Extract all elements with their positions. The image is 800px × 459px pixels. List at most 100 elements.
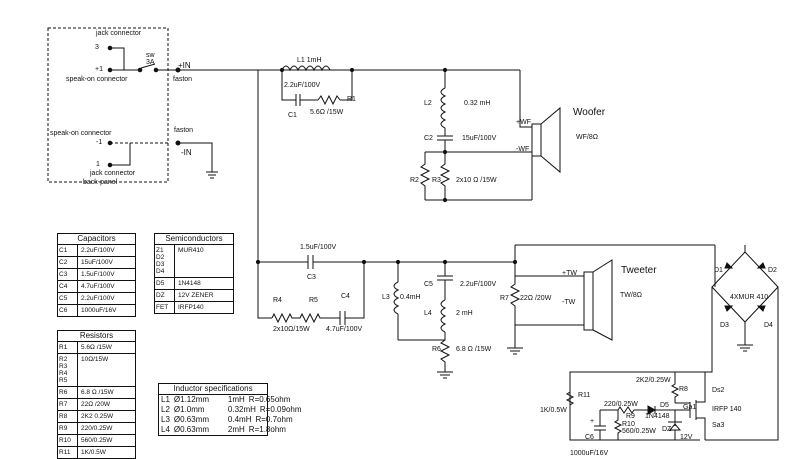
speakon-top-label: speak-on connector	[66, 76, 128, 83]
semi-ref: DZ	[155, 290, 175, 301]
L4-value: 2 mH	[456, 310, 473, 317]
R10-label: R10	[622, 421, 635, 428]
ind-wire: Ø0.63mm	[173, 415, 210, 424]
fet-label: IRFP 140	[712, 406, 742, 413]
res-ref: R2 R3 R4 R5	[58, 354, 78, 386]
drain-label: Ds2	[712, 387, 725, 394]
R10-value: 560/0.25W	[622, 428, 656, 435]
bridge-label: 4XMUR 410	[730, 294, 769, 301]
cap-ref: C1	[58, 245, 78, 256]
R11-label: R11	[578, 392, 591, 399]
C1-label: C1	[288, 112, 297, 119]
woofer-minus-label: -WF	[516, 146, 530, 153]
cap-value: 1.5uF/100V	[81, 271, 115, 278]
cap-ref: C4	[58, 281, 78, 292]
C2-label: C2	[424, 135, 433, 142]
C3-label: C3	[307, 274, 316, 281]
woofer-title: Woofer	[573, 107, 606, 118]
semi-ref: Z1 D2 D3 D4	[155, 245, 175, 277]
res-ref: R11	[58, 447, 78, 458]
resistors-title: Resistors	[58, 331, 135, 342]
res-ref: R10	[58, 435, 78, 446]
C5-label: C5	[424, 281, 433, 288]
semi-value: 1N4148	[178, 280, 201, 287]
gate-label: Ga1	[683, 404, 697, 411]
res-value: 6.8 Ω /15W	[81, 389, 114, 396]
jack-connector-bottom-label: jack connector	[90, 170, 136, 177]
ind-value: 0.4mH	[227, 415, 252, 424]
cap-value: 2.2uF/100V	[81, 295, 115, 302]
L1-label: L1 1mH	[297, 57, 322, 64]
pin-plus1-label: +1	[95, 66, 103, 73]
cap-value: 2.2uF/100V	[81, 247, 115, 254]
cap-ref: C5	[58, 293, 78, 304]
R3-label: R3	[432, 177, 441, 184]
res-ref: R7	[58, 399, 78, 410]
res-ref: R6	[58, 387, 78, 398]
ind-resistance: R=0.09ohm	[259, 405, 302, 414]
R7-label: R7	[500, 295, 509, 302]
semi-value: MUR410	[178, 247, 204, 254]
ind-resistance: R=0.65ohm	[248, 395, 291, 404]
jack-connector-top-label: jack connector	[96, 30, 142, 37]
pin-3-label: 3	[95, 44, 99, 51]
res-ref: R9	[58, 423, 78, 434]
C4-label: C4	[341, 293, 350, 300]
ind-ref: L2	[161, 405, 170, 414]
D2-label: D2	[768, 267, 777, 274]
res-ref: R1	[58, 342, 78, 353]
plus-in-label: +IN	[178, 61, 191, 70]
res-value: 10Ω/15W	[81, 356, 109, 363]
semi-value: 12V ZENER	[178, 292, 214, 299]
source-label: Sa3	[712, 422, 725, 429]
semi-ref: FET	[155, 302, 175, 313]
DZ-label: DZ	[662, 426, 672, 433]
R11-value: 1K/0.5W	[540, 407, 567, 414]
R8-value: 2K2/0.25W	[636, 377, 671, 384]
faston-top-label: faston	[173, 76, 193, 83]
D1-label: D1	[714, 267, 723, 274]
C3-value: 1.5uF/100V	[300, 244, 337, 251]
res-value: 22Ω /20W	[81, 401, 111, 408]
L4-label: L4	[424, 310, 432, 317]
L2-value: 0.32 mH	[464, 100, 491, 107]
C6-label: C6	[585, 434, 594, 441]
R6-value: 6.8 Ω /15W	[456, 346, 492, 353]
L3-label: L3	[382, 294, 390, 301]
woofer-rating: WF/8Ω	[576, 134, 598, 141]
R1-label: R1	[347, 96, 356, 103]
D5-label: D5	[660, 402, 669, 409]
L2-label: L2	[424, 100, 432, 107]
R1-value: 5.6Ω /15W	[310, 109, 344, 116]
pin-minus1-label: -1	[96, 139, 103, 146]
C1-value: 2.2uF/100V	[284, 82, 321, 89]
res-value: 560/0.25W	[81, 437, 113, 444]
R4-label: R4	[273, 297, 282, 304]
minus-in-label: -IN	[181, 148, 192, 157]
R5-label: R5	[309, 297, 318, 304]
res-value: 220/0.25W	[81, 425, 113, 432]
cap-value: 4.7uF/100V	[81, 283, 115, 290]
semiconductors-title: Semiconductors	[155, 234, 233, 245]
ind-value: 2mH	[227, 425, 245, 434]
cap-ref: C6	[58, 305, 78, 316]
tweeter-minus-label: -TW	[562, 299, 576, 306]
R2-R3-value: 2x10 Ω /15W	[456, 177, 497, 184]
cap-value: 15uF/100V	[81, 259, 113, 266]
ind-ref: L1	[161, 395, 170, 404]
